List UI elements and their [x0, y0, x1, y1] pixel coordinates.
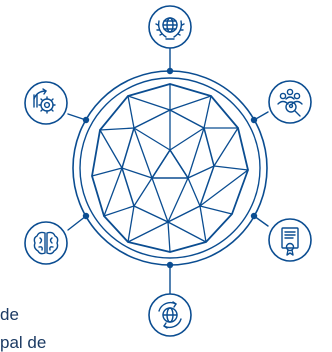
partial-text-line-1: de — [0, 305, 19, 324]
connector-lower-left — [67, 215, 87, 231]
dot-lower-left — [82, 212, 90, 220]
node-top — [148, 5, 192, 49]
geodesic-sphere-icon — [91, 83, 249, 253]
node-lower-left — [24, 221, 68, 265]
dot-lower-right — [250, 212, 258, 220]
dot-upper-right — [250, 116, 258, 124]
dot-upper-left — [82, 116, 90, 124]
partial-text-line-2: pal de — [0, 333, 47, 352]
globe-laurel-icon — [155, 17, 185, 40]
node-circles — [24, 5, 312, 337]
certificate-icon — [281, 227, 299, 256]
globe-cycle-icon — [158, 301, 182, 329]
gear-arrows-icon — [33, 88, 56, 114]
people-search-icon — [277, 88, 303, 117]
node-lower-right — [268, 218, 312, 262]
inner-ring — [79, 77, 261, 259]
connector-dots — [82, 67, 258, 269]
brain-icon — [33, 231, 59, 255]
dot-top — [166, 67, 174, 75]
dot-bottom — [166, 261, 174, 269]
